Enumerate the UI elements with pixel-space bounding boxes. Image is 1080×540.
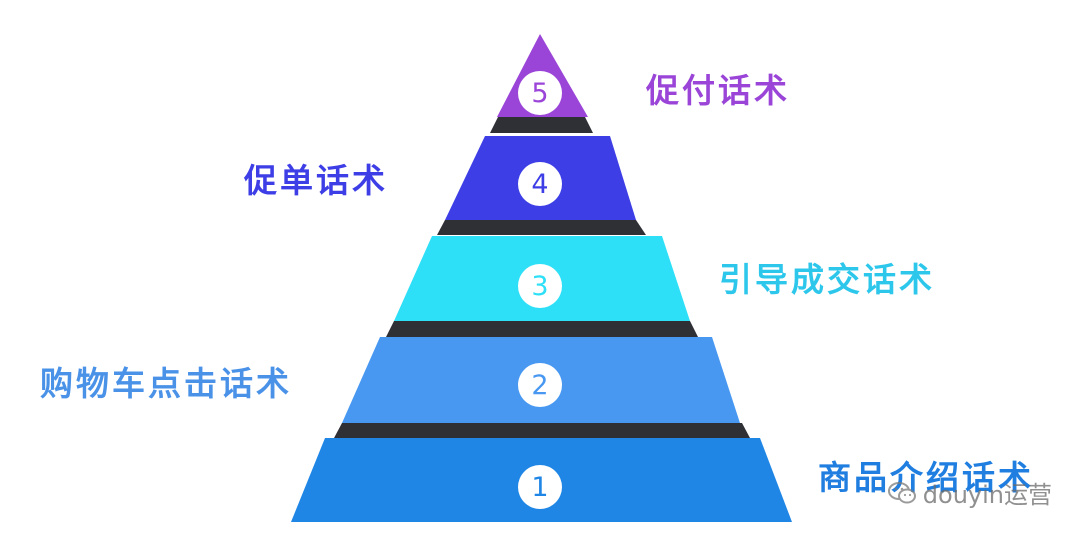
tier-3-number-badge: 3 xyxy=(518,264,562,308)
tier-2-number-badge: 2 xyxy=(518,363,562,407)
tier-4-number: 4 xyxy=(531,168,549,200)
tier-gap-4-3 xyxy=(437,220,646,235)
tier-5-number: 5 xyxy=(531,77,549,109)
tier-2-label: 购物车点击话术 xyxy=(40,364,292,403)
tier-4-number-badge: 4 xyxy=(518,162,562,206)
tier-gap-5-4 xyxy=(490,117,593,133)
tier-gap-2-1 xyxy=(334,423,750,438)
tier-4-label: 促单话术 xyxy=(244,161,388,200)
tier-gap-3-2 xyxy=(386,321,698,337)
tier-3-label: 引导成交话术 xyxy=(719,260,935,299)
wechat-icon xyxy=(887,481,916,503)
tier-2-number: 2 xyxy=(531,369,549,401)
tier-1-number: 1 xyxy=(531,471,549,503)
watermark-text: douyin运营 xyxy=(922,481,1052,509)
tier-3-number: 3 xyxy=(531,270,549,302)
tier-5-number-badge: 5 xyxy=(518,71,562,115)
tier-1-label: 商品介绍话术 xyxy=(818,458,1034,497)
tier-5-label: 促付话术 xyxy=(646,71,790,110)
tier-1-number-badge: 1 xyxy=(518,465,562,509)
watermark: douyin运营 xyxy=(887,475,1052,510)
